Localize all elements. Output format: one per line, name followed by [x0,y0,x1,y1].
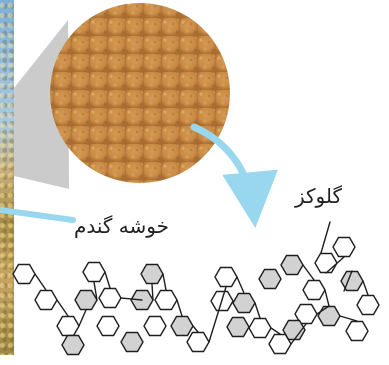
wheat-photo-arrow [0,207,76,223]
wheat-spike-label: خوشه گندم [74,214,169,238]
wheat-field-photo [0,0,14,355]
glucose-hexagon-chain [12,221,380,356]
magnifier-callout [14,20,69,189]
wheat-to-glucose-arrow [190,123,278,228]
wheat-grain-magnifier [50,3,230,183]
glucose-label: گلوکز [295,184,343,208]
